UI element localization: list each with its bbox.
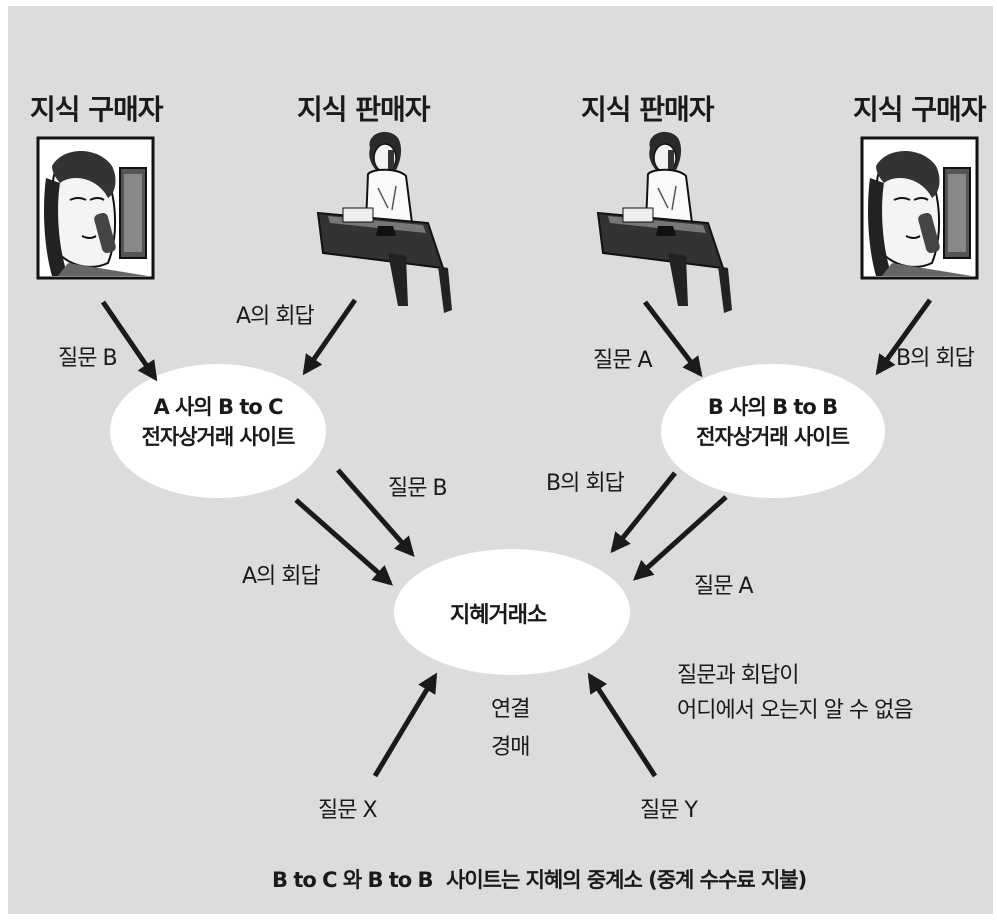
buyer-left-label: 지식 구매자 bbox=[30, 93, 164, 126]
seller-left-icon bbox=[317, 130, 453, 314]
note-line1: 질문과 회답이 bbox=[677, 663, 799, 688]
note-line2: 어디에서 오는지 알 수 없음 bbox=[677, 698, 914, 723]
arrow-b-answer-mid bbox=[610, 471, 677, 554]
arrow-q-x bbox=[372, 672, 438, 778]
q-x-label: 질문 X bbox=[318, 798, 378, 823]
b-answer-top-label: B의 회답 bbox=[896, 346, 975, 371]
buyer-right-label: 지식 구매자 bbox=[853, 93, 987, 126]
site-b-line2: 전자상거래 사이트 bbox=[696, 425, 850, 449]
seller-left-label: 지식 판매자 bbox=[297, 93, 431, 126]
seller-right-label: 지식 판매자 bbox=[581, 93, 715, 126]
arrow-a-answer-mid bbox=[294, 498, 393, 586]
arrow-q-a-mid bbox=[633, 495, 728, 581]
q-y-label: 질문 Y bbox=[640, 798, 698, 823]
site-a-text: A 사의 B to C 전자상거래 사이트 bbox=[118, 392, 318, 452]
q-b-mid-label: 질문 B bbox=[388, 476, 448, 501]
b-answer-mid-label: B의 회답 bbox=[546, 471, 625, 496]
site-a-line1: A 사의 B to C bbox=[153, 395, 283, 419]
arrow-q-b-top bbox=[100, 300, 158, 382]
arrow-q-b-mid bbox=[336, 468, 415, 558]
arrow-b-answer-top bbox=[875, 298, 933, 376]
auction-label: 경매 bbox=[491, 735, 530, 760]
exchange-label: 지혜거래소 bbox=[450, 603, 547, 628]
site-b-text: B 사의 B to B 전자상거래 사이트 bbox=[665, 392, 880, 452]
site-a-ellipse bbox=[110, 364, 326, 498]
connect-label: 연결 bbox=[491, 697, 530, 722]
buyer-right-icon bbox=[860, 136, 979, 280]
note-text: 질문과 회답이 어디에서 오는지 알 수 없음 bbox=[677, 658, 914, 728]
a-answer-top-label: A의 회답 bbox=[236, 304, 315, 329]
buyer-left-icon bbox=[36, 136, 155, 280]
q-b-top-label: 질문 B bbox=[58, 346, 118, 371]
arrow-q-a-top bbox=[643, 300, 703, 378]
footer-left-text: B to C 와 B to B bbox=[272, 868, 434, 892]
seller-right-icon bbox=[597, 130, 733, 314]
a-answer-mid-label: A의 회답 bbox=[242, 564, 321, 589]
q-a-mid-label: 질문 A bbox=[694, 574, 754, 599]
arrow-q-y bbox=[587, 672, 658, 778]
arrow-a-answer-top bbox=[302, 298, 358, 376]
footer-right-text: 사이트는 지혜의 중계소 (중계 수수료 지불) bbox=[446, 868, 807, 892]
q-a-top-label: 질문 A bbox=[593, 348, 653, 373]
site-a-line2: 전자상거래 사이트 bbox=[141, 425, 296, 449]
site-b-line1: B 사의 B to B bbox=[707, 395, 838, 419]
exchange-ellipse bbox=[394, 549, 630, 675]
site-b-ellipse bbox=[661, 364, 885, 498]
